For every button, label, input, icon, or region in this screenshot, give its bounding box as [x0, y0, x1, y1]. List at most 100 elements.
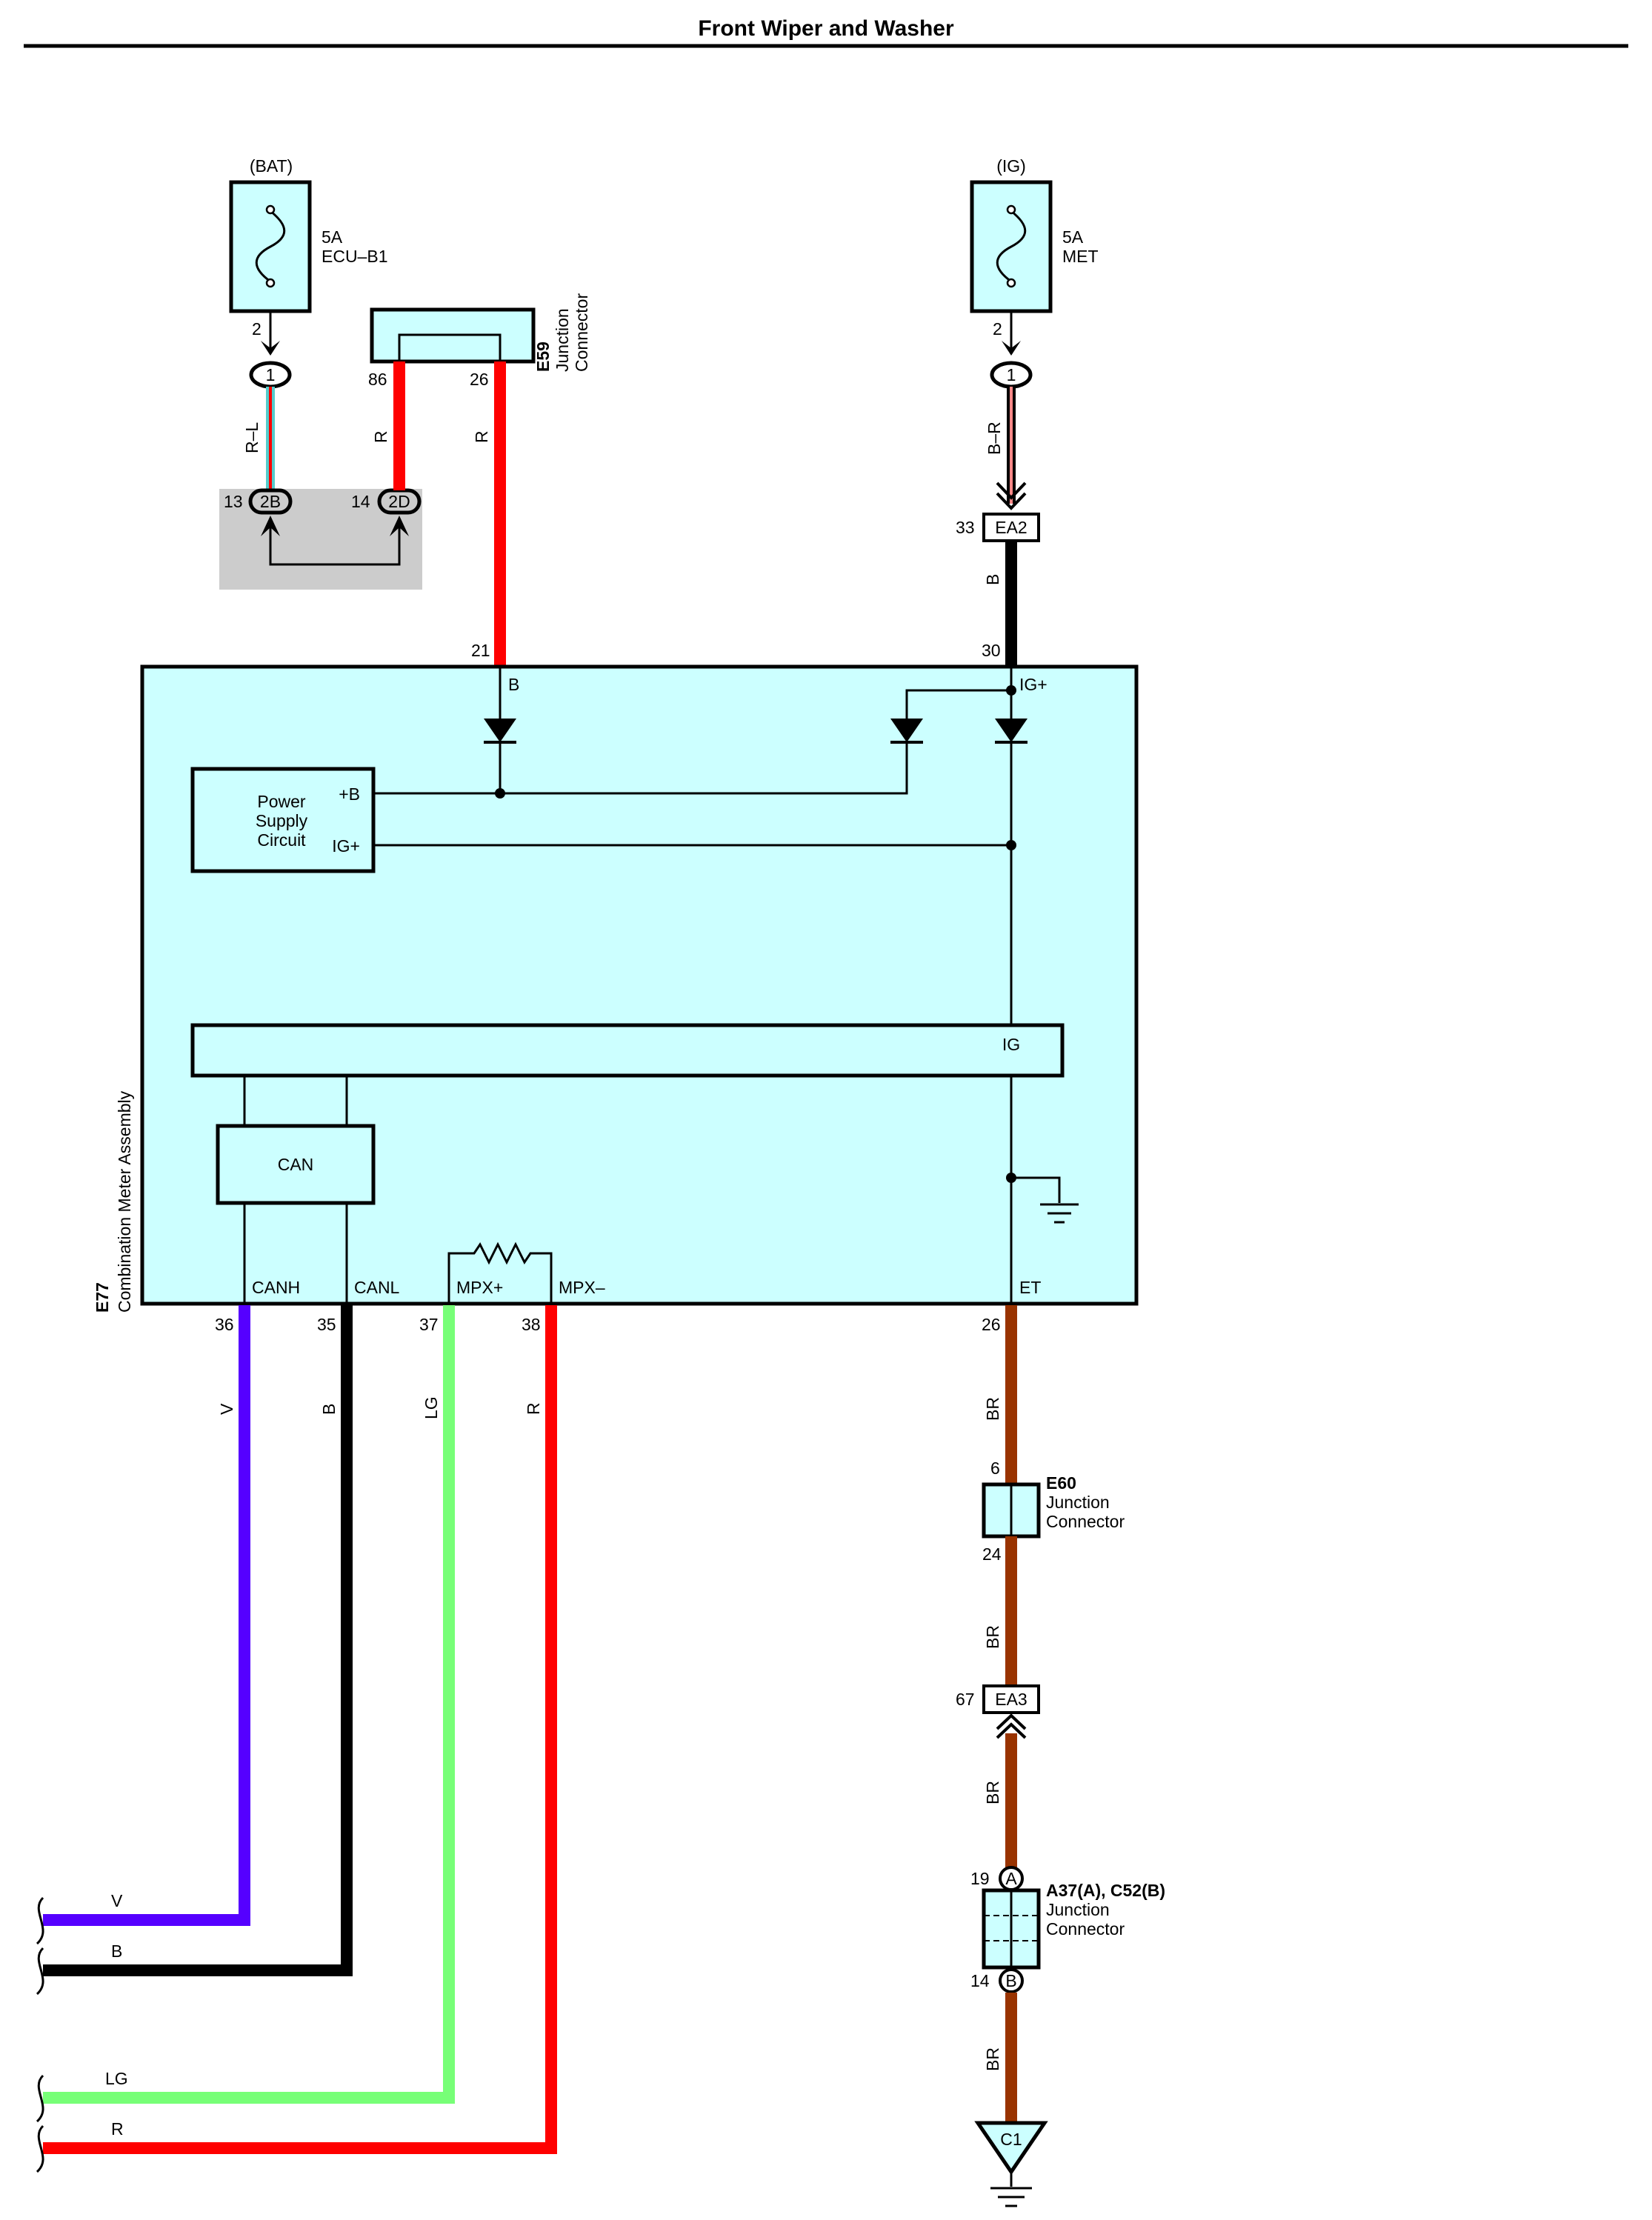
- ig-fuse-name: MET: [1062, 247, 1099, 266]
- connector-1-left-label: 1: [266, 365, 276, 384]
- connector-ea3: [982, 1684, 1040, 1714]
- e77-name: Combination Meter Assembly: [115, 1090, 134, 1313]
- ig-bus-box: [190, 1023, 1065, 1078]
- connector-b: [999, 1968, 1024, 1993]
- bat-fuse-name: ECU–B1: [322, 247, 387, 266]
- e59-line2: Connector: [572, 293, 591, 372]
- male-terminal-icon: [261, 341, 280, 356]
- female-terminal-icon: [390, 516, 409, 536]
- male-terminal-icon: [996, 481, 1027, 500]
- pin-35: 35: [317, 1315, 336, 1334]
- wire-label-br-2: BR: [983, 1625, 1002, 1649]
- wire-break-icon: [36, 1947, 44, 1996]
- fuse-terminal-icon: [1006, 204, 1016, 215]
- terminal-mpxm: MPX–: [559, 1278, 605, 1297]
- connector-ea3-label: EA3: [995, 1690, 1027, 1709]
- connector-1-right-label: 1: [1007, 365, 1016, 384]
- wire-label-b-r: B–R: [985, 421, 1004, 455]
- e59-internal-link: [398, 333, 502, 361]
- wire-label-b-ea2: B: [983, 574, 1002, 585]
- terminal-mpxp: MPX+: [456, 1278, 503, 1297]
- wire-r-26: [494, 361, 506, 667]
- wire-r-l-stripe: [269, 387, 272, 499]
- fuse-symbol-icon: [996, 210, 1027, 283]
- wire-b-ea2: [1005, 541, 1017, 667]
- e60-line2: Connector: [1046, 1512, 1125, 1531]
- pin-37: 37: [419, 1315, 439, 1334]
- wire-label-v: V: [217, 1403, 236, 1415]
- wire-label-r-l: R–L: [242, 422, 262, 453]
- female-terminal-icon: [996, 1722, 1027, 1739]
- bat-fuse: (BAT) 5A ECU–B1 2: [229, 156, 387, 356]
- wire-br-2: [1005, 1536, 1017, 1698]
- resistor-icon: [447, 1241, 553, 1304]
- wire-label-lg: LG: [422, 1396, 441, 1419]
- pin-38: 38: [522, 1315, 541, 1334]
- wire-br-3: [1005, 1733, 1017, 1871]
- e77-igp-label: IG+: [1019, 675, 1048, 694]
- fuse-terminal-icon: [265, 278, 276, 288]
- can-box: [216, 1124, 376, 1205]
- terminal-canl: CANL: [354, 1278, 400, 1297]
- connector-2b-label: 2B: [260, 492, 281, 511]
- fuse-terminal-icon: [1006, 278, 1016, 288]
- connector-ea2: [982, 513, 1040, 542]
- connector-ea2-pin: 33: [956, 518, 975, 537]
- wire-br-4: [1005, 1993, 1017, 2123]
- wire-br-1: [1005, 1305, 1017, 1486]
- ig-bus-label: IG: [1002, 1035, 1020, 1054]
- connector-ea2-label: EA2: [995, 518, 1027, 537]
- wire-label-b: B: [319, 1404, 339, 1415]
- power-supply-plus-b: +B: [339, 784, 360, 804]
- pin-26: 26: [982, 1315, 1001, 1334]
- pin-36: 36: [215, 1315, 234, 1334]
- e59-code: E59: [533, 341, 553, 372]
- wire-label-r: R: [524, 1402, 543, 1415]
- e60-pin-24: 24: [982, 1544, 1002, 1564]
- wire-break-icon: [36, 1896, 44, 1945]
- internal-ground-lead: [1011, 1176, 1061, 1203]
- e77-combination-meter-box: [140, 664, 1139, 1306]
- can-label: CAN: [278, 1155, 314, 1174]
- e77-b-label: B: [508, 675, 519, 694]
- terminal-et: ET: [1019, 1278, 1041, 1297]
- output-label-r: R: [111, 2119, 124, 2139]
- connector-2d-label: 2D: [388, 492, 410, 511]
- ig-fuse-rating: 5A: [1062, 227, 1084, 247]
- ig-fuse-pin: 2: [993, 319, 1002, 339]
- e59-line1: Junction: [553, 308, 572, 372]
- wire-label-br-4: BR: [983, 2047, 1002, 2071]
- e59-pin-26: 26: [470, 370, 489, 389]
- fuse-symbol-icon: [255, 210, 286, 283]
- power-supply-ig-plus: IG+: [332, 836, 360, 856]
- junction-block-link: [269, 527, 401, 566]
- connector-2b: [248, 488, 293, 515]
- female-terminal-icon: [261, 516, 280, 536]
- power-supply-line3: Circuit: [257, 830, 306, 850]
- wire-break-icon: [36, 2074, 44, 2123]
- connector-2d-pin: 14: [351, 492, 370, 511]
- e60-pin-6: 6: [990, 1459, 1000, 1478]
- connector-a-pin: 19: [970, 1869, 990, 1888]
- ig-fuse-box: [970, 180, 1053, 313]
- female-terminal-icon: [996, 1713, 1027, 1730]
- wire-label-br-1: BR: [983, 1397, 1002, 1421]
- connector-b-pin: 14: [970, 1971, 990, 1990]
- wire-label-r-26: R: [472, 430, 491, 443]
- wire-break-icon: [36, 2124, 44, 2173]
- ground-point-label: C1: [1000, 2130, 1022, 2149]
- plus-b-line: [373, 742, 908, 795]
- bat-fuse-pin: 2: [252, 319, 262, 339]
- wire-violet-canh: [43, 1305, 250, 1926]
- wire-lg-mpxp: [43, 1305, 455, 2104]
- output-label-lg: LG: [105, 2069, 128, 2088]
- fuse-terminal-icon: [265, 204, 276, 215]
- e77-pin-21: 21: [471, 641, 490, 660]
- wire-r-86: [393, 361, 405, 490]
- wire-b-r-stripe: [1010, 387, 1013, 504]
- output-label-b: B: [111, 1941, 122, 1961]
- wire-label-r-86: R: [371, 430, 390, 443]
- male-terminal-icon: [1002, 341, 1021, 356]
- e77-pin-30: 30: [982, 641, 1001, 660]
